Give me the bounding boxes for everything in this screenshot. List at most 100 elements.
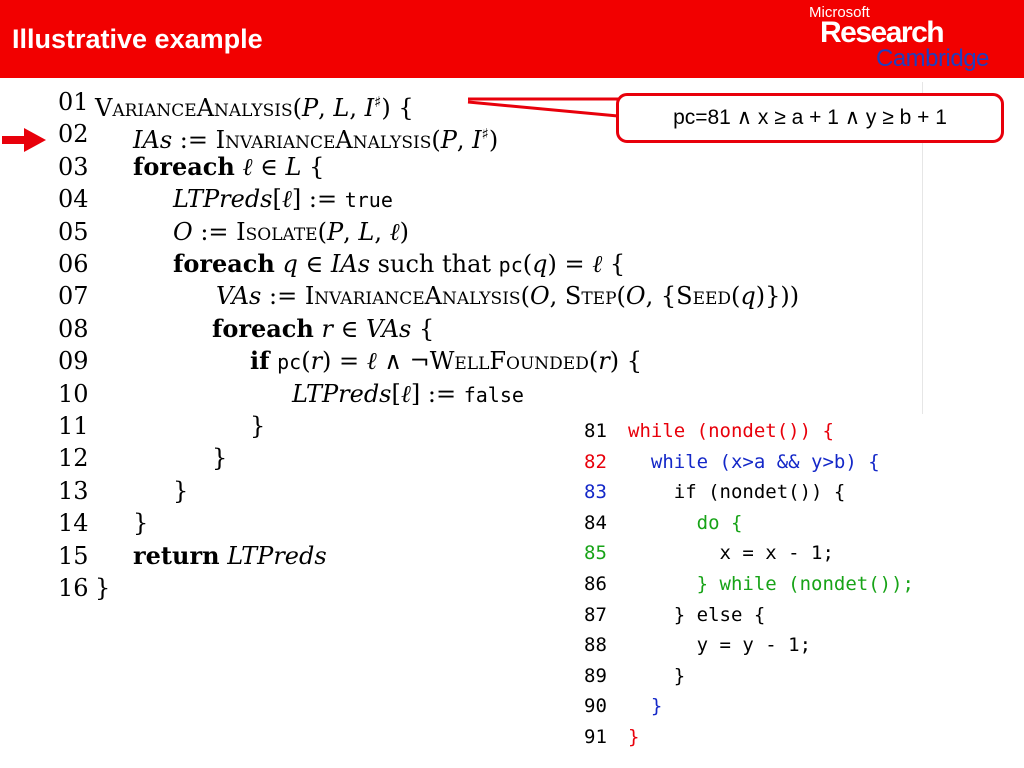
code-token: ℓ [366, 347, 377, 376]
current-line-arrow-icon [2, 128, 46, 152]
code-token: ( [588, 347, 599, 376]
code-token: InvarianceAnalysis [304, 282, 521, 311]
line-number: 14 [58, 509, 89, 538]
invariant-callout-text: pc=81 ∧ x ≥ a + 1 ∧ y ≥ b + 1 [673, 106, 947, 129]
line-code: foreach q ∈ IAs such that pc(q) = ℓ { [173, 248, 625, 281]
line-number: 05 [58, 217, 89, 246]
loop-line-number: 86 [584, 573, 607, 595]
code-token: LTPreds [227, 541, 327, 570]
line-code: foreach r ∈ VAs { [212, 313, 434, 345]
code-token: return [133, 540, 220, 570]
code-token: foreach [212, 313, 314, 343]
code-token [235, 153, 243, 181]
line-number: 12 [58, 444, 89, 473]
code-token: Step [564, 282, 617, 311]
code-token: O [529, 282, 550, 311]
code-token: P [326, 217, 344, 246]
code-token: ∈ [252, 152, 286, 181]
code-token: such that [370, 250, 499, 278]
code-token: O [173, 217, 193, 246]
code-token: , [318, 94, 334, 122]
line-number: 16 [58, 574, 89, 602]
code-token: ℓ [389, 217, 400, 246]
code-token: } [133, 509, 149, 538]
loop-line-text: while (x>a && y>b) { [628, 450, 880, 473]
logo-microsoft-text: Microsoft [809, 4, 870, 21]
code-token: ) = [322, 347, 367, 376]
code-token: [ [272, 185, 282, 214]
loop-line-number: 85 [584, 542, 607, 565]
slide-header: Illustrative example Microsoft Research … [0, 0, 1024, 78]
code-token: P [440, 126, 457, 155]
line-code: O := Isolate(P, L, ℓ) [173, 216, 409, 248]
line-number: 09 [58, 347, 89, 376]
code-token: ] := [291, 185, 345, 214]
code-token: WellFounded [429, 347, 589, 376]
line-code: } [95, 572, 110, 604]
line-number: 13 [58, 476, 89, 505]
code-token: foreach [173, 249, 275, 278]
line-code: VAs := InvarianceAnalysis(O, Step(O, {Se… [216, 280, 799, 312]
code-token: ℓ [242, 152, 253, 181]
loop-line-number: 83 [584, 481, 607, 504]
code-token: ( [301, 347, 311, 376]
code-token: r [321, 314, 333, 343]
code-token: [ [391, 379, 401, 408]
code-token: if [250, 346, 270, 376]
loop-line-number: 89 [584, 664, 607, 687]
line-code: LTPreds[ℓ] := false [292, 378, 524, 411]
code-token: q [532, 250, 548, 278]
code-token: )})) [755, 282, 800, 311]
loop-line-text: y = y - 1; [628, 634, 812, 657]
code-token: ♯ [374, 93, 382, 111]
code-token: ℓ [400, 379, 411, 408]
line-code: } [250, 410, 265, 442]
line-code: LTPreds[ℓ] := true [173, 183, 393, 216]
code-token: ∧ ¬ [376, 347, 430, 376]
line-number: 01 [58, 88, 89, 116]
code-token: InvarianceAnalysis [215, 126, 432, 155]
line-number: 10 [58, 379, 89, 408]
line-code: VarianceAnalysis(P, L, I♯) { [95, 86, 414, 124]
loop-line-text: } else { [628, 603, 766, 626]
code-token: q [740, 282, 756, 311]
code-token [314, 315, 322, 343]
code-token: false [463, 382, 524, 407]
code-token: { [301, 152, 325, 181]
code-token: } [95, 574, 111, 602]
loop-line-text: while (nondet()) { [628, 420, 834, 442]
code-token: foreach [133, 151, 235, 181]
code-token: ( [522, 250, 533, 278]
code-token: , [456, 126, 473, 155]
code-token: O [625, 282, 646, 311]
code-token: ( [431, 126, 441, 155]
loop-line-number: 84 [584, 511, 607, 534]
code-token: true [344, 188, 393, 213]
code-token: VAs [216, 282, 262, 311]
callout-pointer [467, 97, 619, 118]
line-number: 03 [58, 152, 89, 181]
code-token: , { [645, 282, 677, 311]
code-token: := [261, 282, 305, 311]
code-token: I [472, 126, 482, 155]
code-token: { [602, 250, 626, 278]
code-token: pc [277, 350, 302, 375]
code-token: ) { [381, 94, 414, 122]
loop-line-text: do { [628, 511, 743, 534]
code-token: pc [498, 253, 523, 277]
line-code: IAs := InvarianceAnalysis(P, I♯) [133, 118, 498, 156]
line-number: 07 [58, 282, 89, 311]
code-token: L [333, 94, 350, 122]
code-token [269, 347, 277, 375]
loop-line-number: 87 [584, 603, 607, 626]
logo-research-text: Research [820, 16, 945, 49]
code-token [275, 250, 283, 278]
code-token: ( [317, 217, 327, 246]
code-token: L [358, 217, 375, 246]
code-token: } [212, 444, 228, 473]
line-code: return LTPreds [133, 540, 327, 572]
code-token: ] := [410, 379, 464, 408]
code-token: Isolate [236, 217, 318, 246]
